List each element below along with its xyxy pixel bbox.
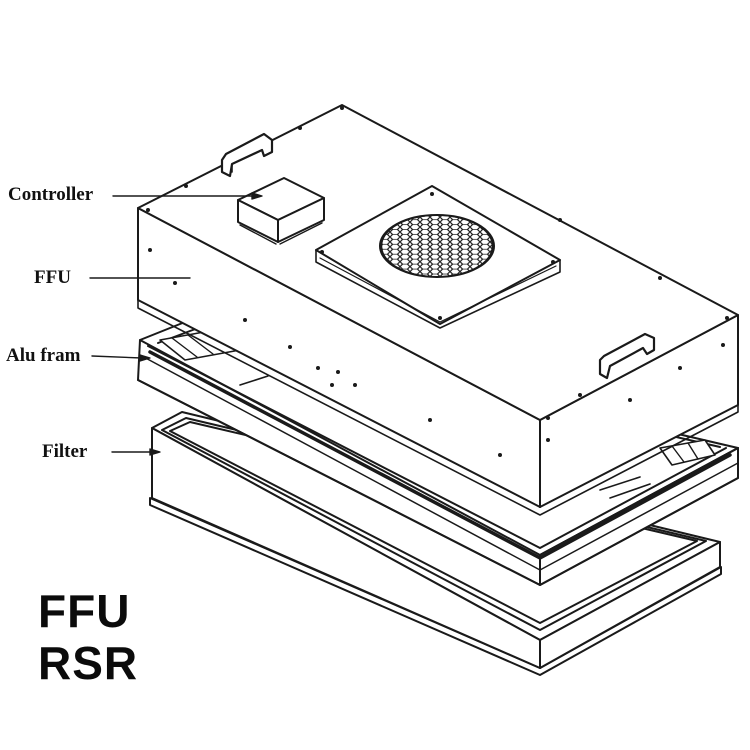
ffu-box [137, 104, 739, 516]
alu-frame-label: Alu fram [6, 345, 81, 366]
ffu-label: FFU [34, 267, 71, 288]
controller-label: Controller [8, 184, 94, 205]
filter-label: Filter [42, 441, 88, 462]
callout-leaders [89, 192, 263, 456]
title-rsr: RSR [38, 637, 139, 689]
alu-frame-leader [91, 355, 143, 359]
title-ffu: FFU [38, 585, 131, 637]
